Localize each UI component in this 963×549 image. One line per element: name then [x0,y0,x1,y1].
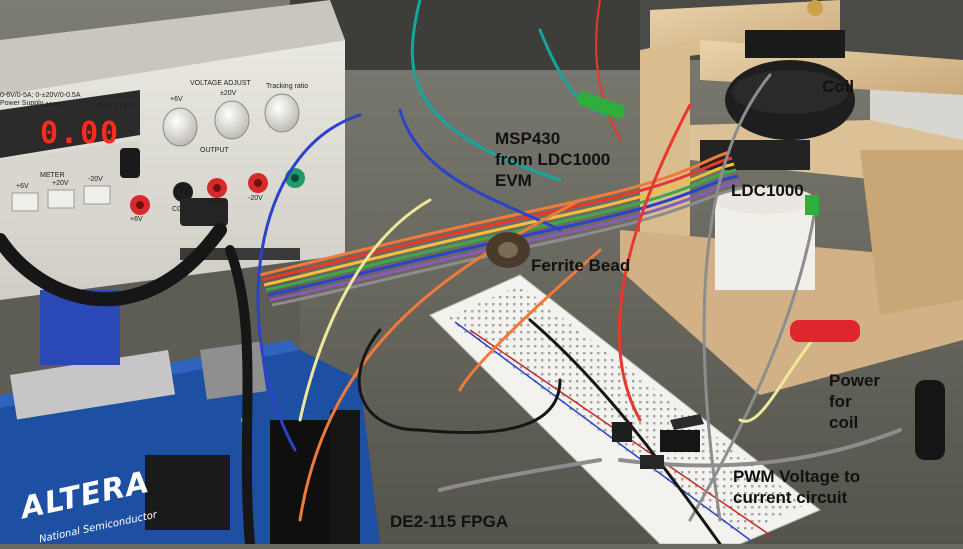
meter-button-label-neg20v: -20V [88,176,103,183]
knob-label-tracking: Tracking ratio [266,83,309,90]
amps-display: 0.00 [40,116,121,151]
terminal-label-neg20v: -20V [248,195,263,202]
model-text-2: Power Supply [0,100,44,107]
breadboard-components [612,414,704,469]
annotation-fpga: DE2-115 FPGA [390,512,509,531]
ferrite-bead [486,232,530,268]
meter-buttons [11,185,111,212]
meter-label: METER [40,172,65,179]
output-terminals [120,148,305,226]
terminal-label-com: COM [172,206,189,213]
amps-label: AMPS [45,102,65,109]
knob-label-20v: ±20V [220,90,237,97]
annotation-pwm: PWM Voltage to current circuit [733,467,861,507]
annotation-ferrite-bead: Ferrite Bead [531,256,631,275]
annotation-ldc1000: LDC1000 [731,181,804,200]
ribbon-cable [259,150,743,307]
terminal-label-6v: +6V [130,216,143,223]
voltage-knobs [162,93,300,147]
meter-button-label-6v: +6V [16,183,29,190]
knob-label-6v: +6V [170,96,183,103]
alligator-clips [576,91,945,460]
output-label: OUTPUT [200,147,229,154]
wires [0,0,902,549]
terminal-label-20v: +20V [207,200,224,207]
annotation-msp430: MSP430 from LDC1000 EVM [495,129,611,190]
fpga-board [0,290,380,544]
voltage-adjust-label: VOLTAGE ADJUST [190,80,251,87]
annotation-power-for-coil: Power for coil [829,371,881,432]
meter-button-label-20v: +20V [52,180,69,187]
model-text: 0-6V/0-5A; 0-±20V/0-0.5A [0,92,81,99]
annotation-coil: Coil [822,77,855,96]
overload-label: OVERLOAD [96,103,135,110]
